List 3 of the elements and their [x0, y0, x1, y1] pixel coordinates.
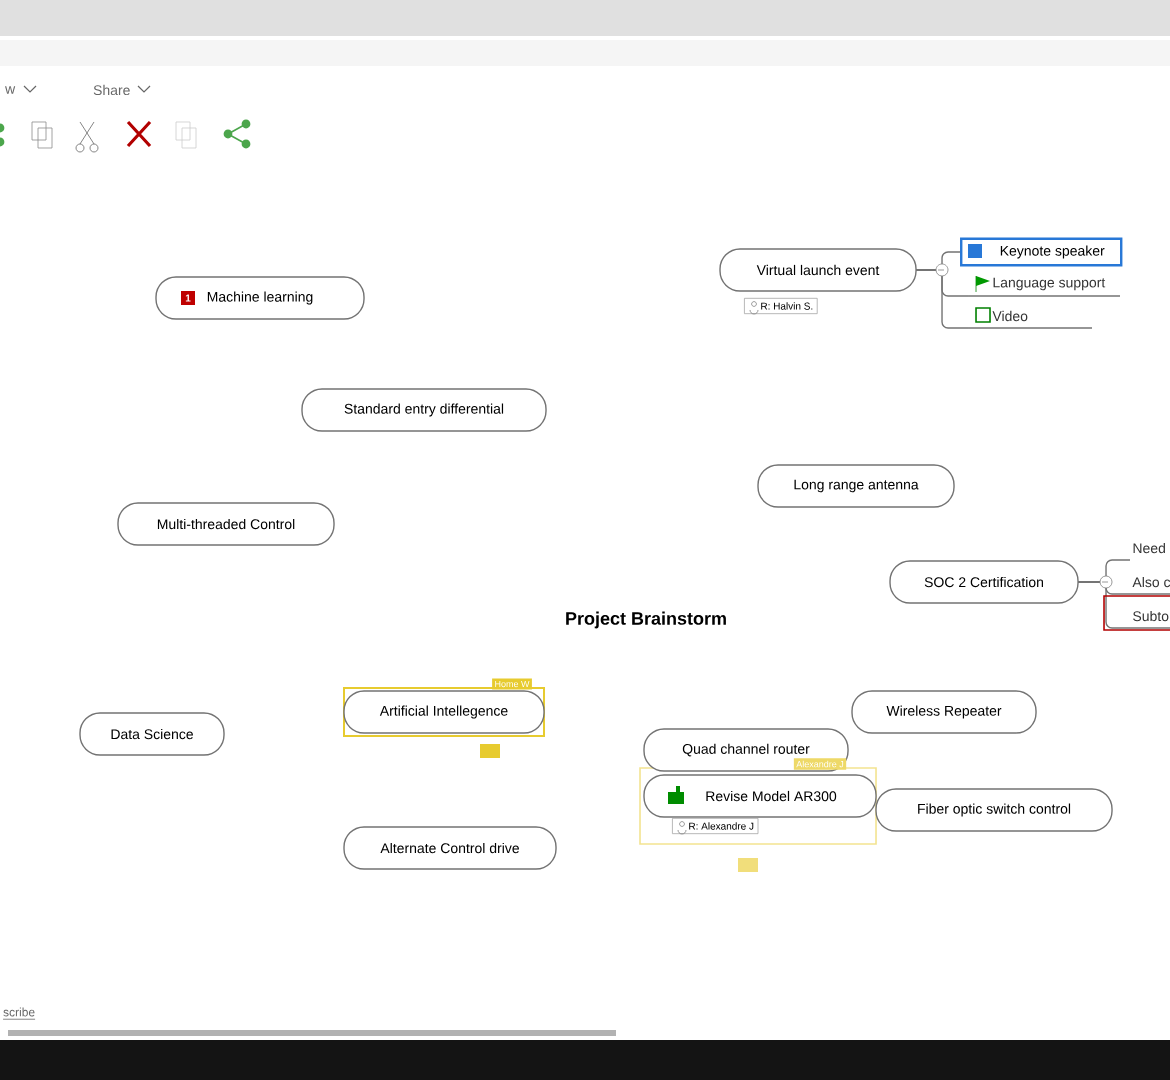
- connector-line: [915, 269, 969, 329]
- connector-line: [1077, 581, 1131, 629]
- central-topic: Project Brainstorm: [566, 611, 726, 629]
